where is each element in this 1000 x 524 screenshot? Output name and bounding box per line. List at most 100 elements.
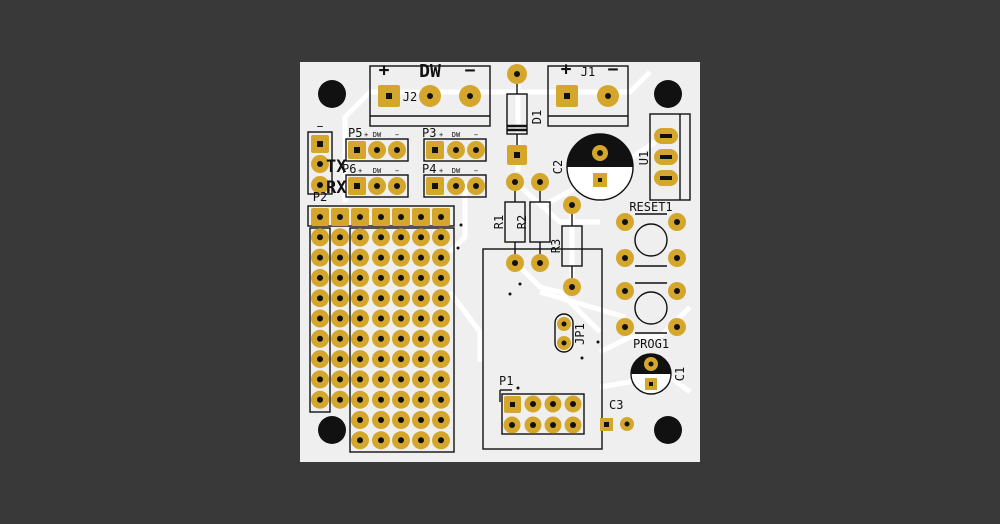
p2-tx-label: TX bbox=[326, 157, 347, 177]
grid-pad-hole bbox=[317, 295, 323, 302]
grid-pad-hole bbox=[378, 295, 384, 302]
grid-pad-hole bbox=[337, 214, 343, 220]
grid-pad-hole bbox=[337, 356, 343, 363]
jp1-label: JP1 bbox=[573, 323, 587, 345]
p5-dw-label: DW bbox=[373, 131, 382, 139]
grid-pad-hole bbox=[357, 396, 363, 403]
p6-plus-label: + bbox=[358, 167, 362, 175]
ic-outline bbox=[482, 248, 603, 450]
p2-minus-label: − bbox=[317, 120, 324, 133]
grid-pad-hole bbox=[398, 214, 404, 220]
grid-pad-hole bbox=[438, 295, 444, 302]
pcb-layout: + DW − J2 D1 + − J1 U1 bbox=[307, 62, 692, 453]
grid-pad-hole bbox=[418, 437, 424, 444]
p3-plus-label: + bbox=[439, 131, 443, 139]
header-p3: P3 + DW − bbox=[422, 126, 487, 162]
grid-pad-hole bbox=[317, 315, 323, 322]
r2-label: R2 bbox=[515, 215, 529, 229]
grid-pad-hole bbox=[337, 295, 343, 302]
grid-pad-hole bbox=[337, 376, 343, 383]
c1-label: C1 bbox=[673, 367, 687, 381]
p2-rx-label: RX bbox=[326, 178, 347, 198]
c3-label: C3 bbox=[609, 398, 623, 412]
p3-minus-label: − bbox=[474, 131, 478, 139]
grid-pad-hole bbox=[317, 274, 323, 281]
j2-plus-label: + bbox=[379, 62, 390, 81]
grid-pad-hole bbox=[438, 315, 444, 322]
p4-ref-label: P4 bbox=[422, 162, 436, 176]
grid-pad-hole bbox=[378, 437, 384, 444]
header-p4: P4 + DW − bbox=[422, 162, 487, 198]
grid-pad-hole bbox=[357, 234, 363, 241]
r1-label: R1 bbox=[492, 215, 506, 229]
u1-label: U1 bbox=[637, 151, 651, 165]
grid-pad-hole bbox=[378, 417, 384, 423]
grid-pad-hole bbox=[378, 315, 384, 322]
grid-pad-hole bbox=[418, 315, 424, 322]
grid-pad-hole bbox=[438, 214, 444, 220]
connector-j2: + DW − J2 bbox=[369, 62, 491, 127]
p2-ref-label: P2 bbox=[313, 190, 327, 204]
reset-button[interactable]: RESET1 bbox=[616, 200, 686, 267]
grid-pad-hole bbox=[337, 315, 343, 322]
grid-pad-hole bbox=[378, 376, 384, 383]
grid-pad-hole bbox=[337, 396, 343, 403]
grid-pad-hole bbox=[398, 254, 404, 261]
j2-ref-label: J2 bbox=[403, 90, 417, 104]
reset-label: RESET1 bbox=[629, 200, 672, 214]
prog-label: PROG1 bbox=[633, 337, 669, 351]
grid-pad-hole bbox=[378, 254, 384, 261]
grid-pad-hole bbox=[398, 396, 404, 403]
grid-pad-hole bbox=[317, 396, 323, 403]
header-p6: P6 + DW − bbox=[342, 162, 409, 198]
grid-pad-hole bbox=[398, 356, 404, 363]
grid-pad-hole bbox=[317, 376, 323, 383]
grid-pad-hole bbox=[357, 274, 363, 281]
resistor-r1: R1 bbox=[492, 173, 526, 272]
p6-minus-label: − bbox=[395, 167, 399, 175]
capacitor-c3: C3 bbox=[600, 398, 634, 431]
grid-pad-hole bbox=[438, 234, 444, 241]
j1-minus-label: − bbox=[608, 62, 619, 80]
grid-pad-hole bbox=[418, 376, 424, 383]
grid-pad-hole bbox=[337, 274, 343, 281]
grid-pad-hole bbox=[398, 295, 404, 302]
grid-pad-hole bbox=[357, 335, 363, 342]
grid-pad-hole bbox=[398, 335, 404, 342]
p4-plus-label: + bbox=[439, 167, 443, 175]
grid-pad-hole bbox=[418, 274, 424, 281]
header-p5: P5 + DW − bbox=[345, 126, 409, 162]
grid-pad-hole bbox=[418, 214, 424, 220]
grid-pad-hole bbox=[378, 396, 384, 403]
d1-label: D1 bbox=[530, 110, 544, 124]
grid-pad-hole bbox=[418, 234, 424, 241]
capacitor-c1: C1 bbox=[630, 353, 687, 395]
grid-pad-hole bbox=[438, 254, 444, 261]
grid-pad-hole bbox=[317, 214, 323, 220]
p6-dw-label: DW bbox=[373, 167, 382, 175]
grid-pad-hole bbox=[317, 356, 323, 363]
p4-minus-label: − bbox=[474, 167, 478, 175]
p1-ref-label: P1 bbox=[499, 374, 513, 388]
p6-ref-label: P6 bbox=[342, 162, 356, 176]
grid-pad-hole bbox=[378, 234, 384, 241]
j1-ref-label: J1 bbox=[581, 65, 595, 79]
grid-pad-hole bbox=[398, 376, 404, 383]
grid-pad-hole bbox=[317, 335, 323, 342]
grid-pad-hole bbox=[438, 437, 444, 444]
prog-button[interactable]: PROG1 bbox=[616, 282, 686, 351]
grid-pad-hole bbox=[337, 335, 343, 342]
grid-pad-hole bbox=[438, 335, 444, 342]
p5-ref-label: P5 bbox=[348, 126, 362, 140]
grid-pad-hole bbox=[438, 417, 444, 423]
c2-label: C2 bbox=[551, 160, 565, 174]
grid-pad-hole bbox=[418, 356, 424, 363]
j2-minus-label: − bbox=[465, 62, 476, 81]
header-p2: − TX RX P2 bbox=[307, 120, 347, 204]
grid-pad-hole bbox=[378, 274, 384, 281]
grid-pad-hole bbox=[438, 356, 444, 363]
grid-pad-hole bbox=[337, 234, 343, 241]
mounting-holes bbox=[318, 80, 682, 444]
j1-plus-label: + bbox=[561, 62, 572, 80]
grid-pad-hole bbox=[418, 254, 424, 261]
